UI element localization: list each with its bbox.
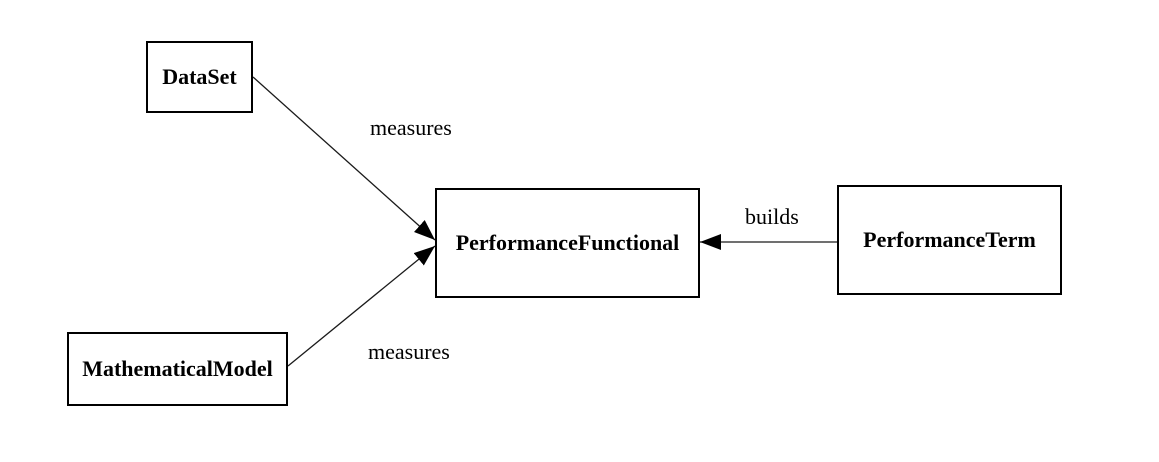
edge-dataset-to-performance-functional <box>252 76 436 241</box>
node-mathematical-model: MathematicalModel <box>67 332 288 406</box>
node-performance-functional: PerformanceFunctional <box>435 188 700 298</box>
node-mathematical-model-label: MathematicalModel <box>82 356 273 381</box>
edge-label-measures-dataset: measures <box>370 115 452 140</box>
edge-mathematical-model-to-performance-functional <box>287 245 436 367</box>
edge-label-measures-mathematical-model: measures <box>368 339 450 364</box>
node-performance-term-label: PerformanceTerm <box>863 227 1036 252</box>
edge-label-builds: builds <box>745 204 799 229</box>
node-performance-term: PerformanceTerm <box>837 185 1062 295</box>
node-performance-functional-label: PerformanceFunctional <box>455 230 680 255</box>
node-dataset-label: DataSet <box>162 64 237 89</box>
node-dataset: DataSet <box>146 41 253 113</box>
